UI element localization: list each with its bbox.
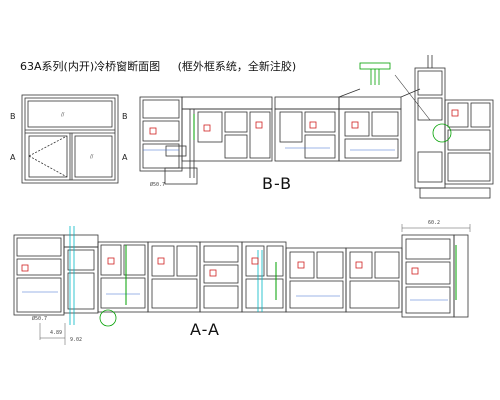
dim-d2: Ø50.7 bbox=[32, 316, 48, 322]
svg-text://: // bbox=[61, 112, 65, 118]
elevation-label-top-left: B bbox=[10, 112, 16, 121]
dim-d3: 4.89 bbox=[50, 330, 63, 336]
elevation-label-bottom-left: A bbox=[10, 153, 16, 162]
bb-section-left bbox=[139, 96, 273, 185]
thermal-break-hatches bbox=[22, 147, 448, 301]
window-elevation: // // bbox=[21, 94, 119, 184]
elevation-label-bottom-right: A bbox=[122, 153, 128, 162]
glazing-gaskets bbox=[125, 114, 457, 305]
bb-section-middle bbox=[274, 88, 421, 162]
title-note: (框外框系统，全新注胶) bbox=[177, 60, 297, 73]
svg-text://: // bbox=[90, 154, 94, 160]
section-label-bb: B-B bbox=[262, 174, 293, 193]
hardware-accents bbox=[21, 109, 459, 277]
dim-d4: 9.02 bbox=[70, 337, 83, 343]
aa-section bbox=[13, 224, 471, 345]
bb-section-right bbox=[359, 55, 494, 199]
title-main: 63A系列(内开)冷桥窗断面图 bbox=[20, 60, 161, 73]
drawing-title: 63A系列(内开)冷桥窗断面图 (框外框系统，全新注胶) bbox=[20, 58, 296, 74]
section-label-aa: A-A bbox=[190, 320, 220, 339]
dim-d5: 60.2 bbox=[428, 220, 441, 226]
elevation-label-top-right: B bbox=[122, 112, 128, 121]
dim-d1: Ø50.7 bbox=[150, 182, 166, 188]
